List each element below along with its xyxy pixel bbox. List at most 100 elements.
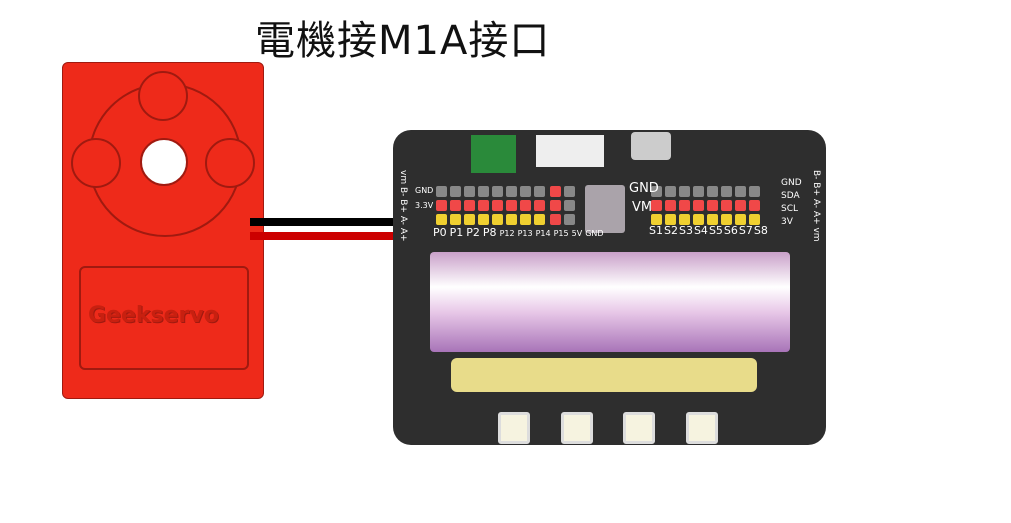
header-pin — [492, 214, 503, 225]
center-label-gnd: GND — [629, 181, 659, 196]
button-1[interactable] — [498, 412, 530, 444]
header-pin — [520, 200, 531, 211]
header-pin — [550, 186, 561, 197]
i2c-labels: GND SDA SCL 3V — [781, 178, 802, 227]
header-pin — [478, 200, 489, 211]
header-pin — [506, 214, 517, 225]
power-terminal — [471, 135, 516, 173]
pin-label: S7 — [738, 224, 753, 237]
header-pin — [478, 214, 489, 225]
header-pin — [520, 186, 531, 197]
header-pin — [693, 186, 704, 197]
header-pin — [534, 214, 545, 225]
row-label-gnd: GND — [415, 186, 434, 195]
header-pin — [707, 186, 718, 197]
pin-label: P13 — [517, 229, 533, 238]
header-pin — [450, 186, 461, 197]
header-pin — [679, 186, 690, 197]
header-pin — [492, 200, 503, 211]
pin-label: SDA — [781, 191, 800, 201]
header-pin — [464, 200, 475, 211]
button-4[interactable] — [686, 412, 718, 444]
pin-label: GND — [585, 229, 604, 238]
pin-label: P15 — [553, 229, 569, 238]
header-pin — [436, 200, 447, 211]
header-pin — [520, 214, 531, 225]
pin-label: P2 — [466, 226, 480, 239]
header-pin — [506, 200, 517, 211]
servo-hole — [205, 138, 255, 188]
servo-shaft-icon — [140, 138, 188, 186]
pin-label: S6 — [723, 224, 738, 237]
header-pin — [564, 200, 575, 211]
pin-label: 3V — [781, 217, 793, 227]
pin-label: S1 — [649, 224, 663, 237]
button-2[interactable] — [561, 412, 593, 444]
black-wire — [250, 218, 400, 226]
header-pin — [534, 186, 545, 197]
center-label-vm: VM — [632, 200, 653, 215]
button-3[interactable] — [623, 412, 655, 444]
header-pin — [436, 186, 447, 197]
red-wire — [250, 232, 400, 240]
pin-label: S4 — [693, 224, 708, 237]
header-pin — [749, 214, 760, 225]
pin-label: SCL — [781, 204, 799, 214]
header-pin — [665, 200, 676, 211]
header-pin — [735, 186, 746, 197]
pin-label: 5V — [571, 229, 583, 238]
header-pin — [651, 214, 662, 225]
pin-label: S8 — [753, 224, 768, 237]
header-pin — [679, 214, 690, 225]
chip — [585, 185, 625, 233]
pin-label: S2 — [663, 224, 678, 237]
pin-label: P12 — [499, 229, 515, 238]
header-pin — [735, 214, 746, 225]
header-pin — [550, 214, 561, 225]
pin-label: P8 — [482, 226, 497, 239]
power-switch[interactable] — [536, 135, 604, 167]
pin-label: P0 — [433, 226, 447, 239]
right-side-label: B- B+ A- A+ vm — [811, 170, 821, 242]
usb-port — [631, 132, 671, 160]
header-pin — [707, 214, 718, 225]
header-pin — [450, 214, 461, 225]
servo-hole — [71, 138, 121, 188]
servo-label-panel — [79, 266, 249, 370]
pin-label: S3 — [678, 224, 693, 237]
header-pin — [478, 186, 489, 197]
pin-label: S5 — [708, 224, 723, 237]
header-pin — [749, 200, 760, 211]
header-pin — [564, 214, 575, 225]
header-pin — [564, 186, 575, 197]
header-pin — [735, 200, 746, 211]
header-pin — [721, 200, 732, 211]
header-pin — [450, 200, 461, 211]
header-pin — [749, 186, 760, 197]
pin-label: P1 — [449, 226, 464, 239]
header-pin — [492, 186, 503, 197]
pin-label: P14 — [535, 229, 551, 238]
header-pin — [665, 214, 676, 225]
header-pin — [693, 200, 704, 211]
header-pin — [464, 186, 475, 197]
header-pin — [506, 186, 517, 197]
header-pin — [721, 214, 732, 225]
header-pin — [679, 200, 690, 211]
row-label-3v3: 3.3V — [415, 201, 434, 210]
microbit-slot — [451, 358, 757, 392]
diagram-title: 電機接M1A接口 — [255, 18, 551, 64]
header-pin — [534, 200, 545, 211]
header-pin — [707, 200, 718, 211]
servo-hole — [138, 71, 188, 121]
header-pin — [665, 186, 676, 197]
header-pin — [464, 214, 475, 225]
header-pin — [721, 186, 732, 197]
header-pin — [651, 200, 662, 211]
servo-brand: Geekservo — [88, 303, 219, 328]
left-side-label: vm B- B+ A- A+ — [398, 170, 408, 242]
geekservo-motor: Geekservo — [62, 62, 264, 399]
pin-label: GND — [781, 178, 802, 188]
